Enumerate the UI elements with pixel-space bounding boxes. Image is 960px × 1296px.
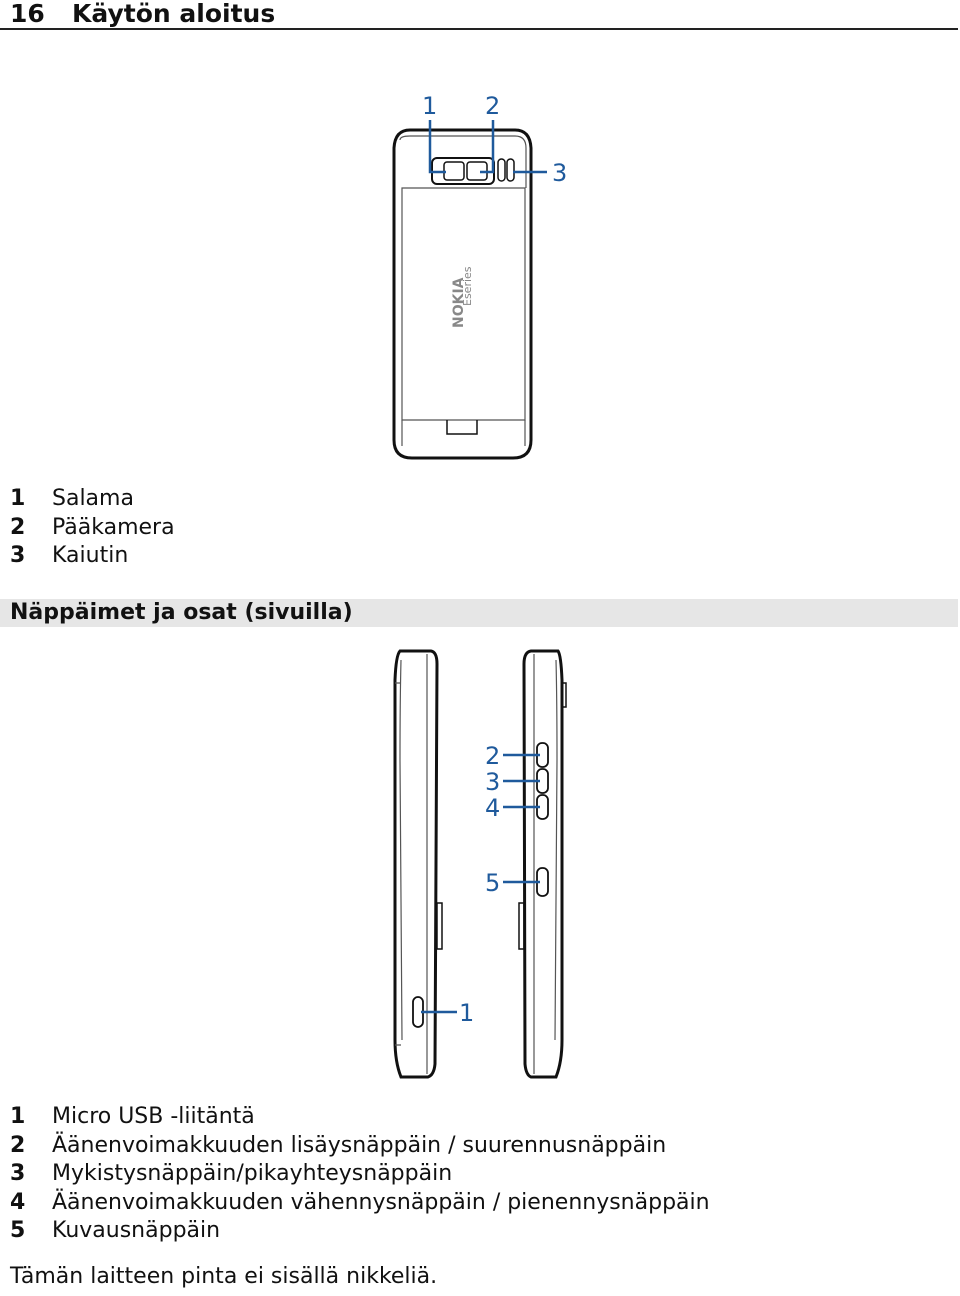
- nokia-logo: NOKIA: [451, 277, 467, 328]
- legend-label: Mykistysnäppäin/pikayhteysnäppäin: [52, 1161, 453, 1186]
- back-view-legend: 1 Salama 2 Pääkamera 3 Kaiutin: [10, 485, 175, 571]
- brand-logo: NOKIA Eseries: [451, 266, 474, 328]
- legend-item: 4 Äänenvoimakkuuden vähennysnäppäin / pie…: [10, 1189, 710, 1218]
- legend-item: 1 Micro USB -liitäntä: [10, 1103, 710, 1132]
- legend-label: Micro USB -liitäntä: [52, 1104, 255, 1129]
- legend-label: Pääkamera: [52, 514, 175, 540]
- back-callout-1: 1: [422, 92, 437, 120]
- legend-label: Äänenvoimakkuuden lisäysnäppäin / suuren…: [52, 1132, 667, 1158]
- section-title: Näppäimet ja osat (sivuilla): [10, 600, 353, 625]
- side-callout-1: 1: [459, 999, 474, 1027]
- legend-item: 2 Pääkamera: [10, 514, 175, 543]
- page-number: 16: [10, 0, 45, 28]
- legend-item: 3 Kaiutin: [10, 542, 175, 571]
- phone-right-side-view: [518, 649, 567, 1079]
- section-header: Näppäimet ja osat (sivuilla): [0, 599, 958, 627]
- legend-number: 1: [10, 486, 26, 511]
- side-callout-5: 5: [485, 869, 500, 897]
- legend-number: 1: [10, 1104, 26, 1129]
- legend-label: Salama: [52, 486, 134, 511]
- legend-label: Kuvausnäppäin: [52, 1218, 221, 1243]
- page-header: 16 Käytön aloitus: [0, 0, 958, 30]
- legend-number: 2: [10, 1132, 26, 1158]
- legend-label: Äänenvoimakkuuden vähennysnäppäin / pien…: [52, 1189, 710, 1215]
- side-callout-3: 3: [485, 768, 500, 796]
- legend-number: 5: [10, 1218, 26, 1243]
- legend-item: 2 Äänenvoimakkuuden lisäysnäppäin / suure…: [10, 1132, 710, 1161]
- side-callout-2: 2: [485, 742, 500, 770]
- nickel-note: Tämän laitteen pinta ei sisällä nikkeliä…: [10, 1264, 438, 1289]
- back-callout-3: 3: [552, 159, 567, 187]
- legend-number: 4: [10, 1189, 26, 1215]
- legend-item: 1 Salama: [10, 485, 175, 514]
- eseries-logo: Eseries: [461, 266, 474, 306]
- legend-item: 5 Kuvausnäppäin: [10, 1217, 710, 1246]
- legend-item: 3 Mykistysnäppäin/pikayhteysnäppäin: [10, 1160, 710, 1189]
- legend-label: Kaiutin: [52, 543, 129, 568]
- page-title: Käytön aloitus: [72, 0, 276, 28]
- legend-number: 2: [10, 514, 26, 540]
- legend-number: 3: [10, 1161, 26, 1186]
- back-callout-2: 2: [485, 92, 500, 120]
- side-callout-4: 4: [485, 794, 500, 822]
- legend-number: 3: [10, 543, 26, 568]
- right-callout-lines: [503, 753, 540, 884]
- back-callout-lines: [428, 120, 547, 174]
